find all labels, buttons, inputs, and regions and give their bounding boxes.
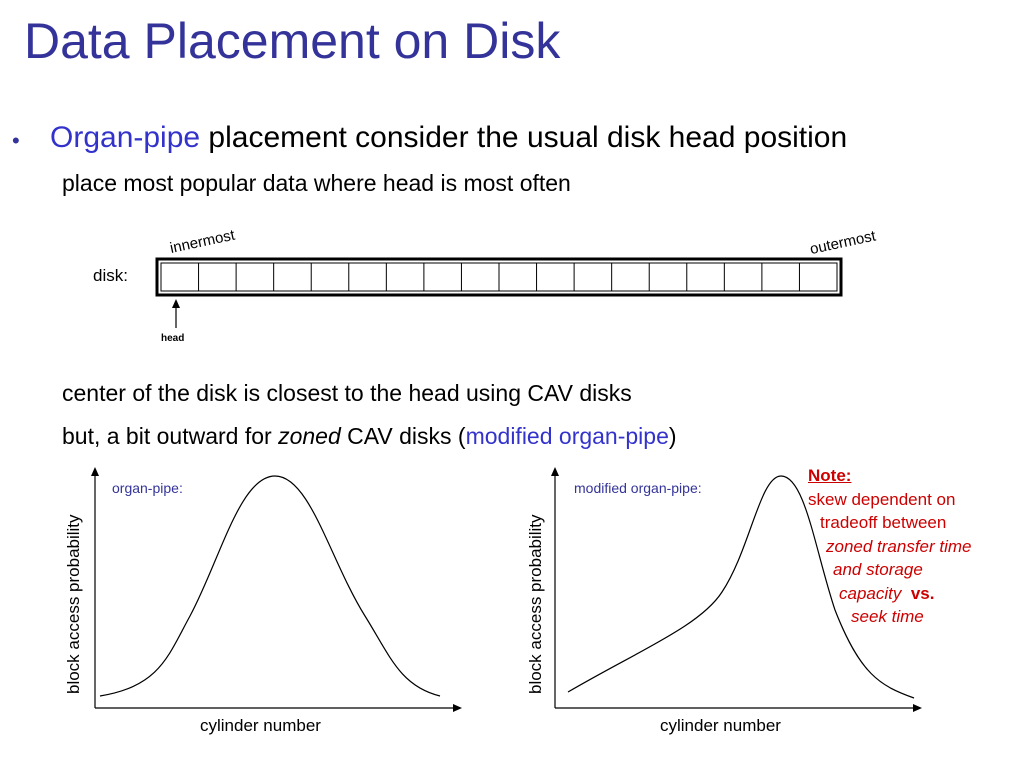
bullet-rest: placement consider the usual disk head p… [200,121,848,154]
note-title: Note: [808,466,852,485]
disk-label: disk: [93,266,128,285]
note-line-2: tradeoff between [820,513,947,532]
zoned-term: zoned [278,423,341,449]
modified-organ-pipe-curve [567,475,915,699]
modified-organ-pipe-term: modified organ-pipe [465,423,669,449]
note-line-6: seek time [851,607,924,626]
disk-cells [198,263,800,291]
sub-point-zoned: but, a bit outward for zoned CAV disks (… [62,423,677,451]
sub3-middle: CAV disks ( [340,423,466,449]
left-chart-ylabel: block access probability [64,514,83,694]
sub3-suffix: ) [668,423,677,449]
right-chart-y-arrow [551,467,559,476]
bullet-marker: • [12,128,20,153]
sub-point-popular-data: place most popular data where head is mo… [62,170,571,196]
left-chart-xlabel: cylinder number [200,716,321,735]
sub3-prefix: but, a bit outward for [62,423,279,449]
disk-outline [155,257,843,297]
distribution-charts [91,467,922,712]
organ-pipe-term: Organ-pipe [50,121,201,154]
right-chart-xlabel: cylinder number [660,716,781,735]
head-label: head [161,333,185,344]
note-line-3: zoned transfer time [826,536,972,556]
note-line-1: skew dependent on [808,489,956,509]
page-title: Data Placement on Disk [24,13,561,69]
bullet-main: Organ-pipe placement consider the usual … [50,120,847,156]
sub-point-cav: center of the disk is closest to the hea… [62,380,632,406]
organ-pipe-curve [99,475,441,697]
note-box: Note: skew dependent on tradeoff between… [808,464,972,629]
right-chart-label: modified organ-pipe: [574,480,702,496]
right-chart-ylabel: block access probability [526,514,545,694]
left-chart-x-arrow [453,704,462,712]
head-arrow-tip [172,299,180,308]
left-chart-y-arrow [91,467,99,476]
note-line-4: and storage [833,560,923,579]
left-chart-label: organ-pipe: [112,480,183,496]
right-chart-x-arrow [913,704,922,712]
note-line-5a: capacity [839,583,902,603]
disk-diagram [155,257,843,328]
note-line-5b: vs. [910,583,935,603]
